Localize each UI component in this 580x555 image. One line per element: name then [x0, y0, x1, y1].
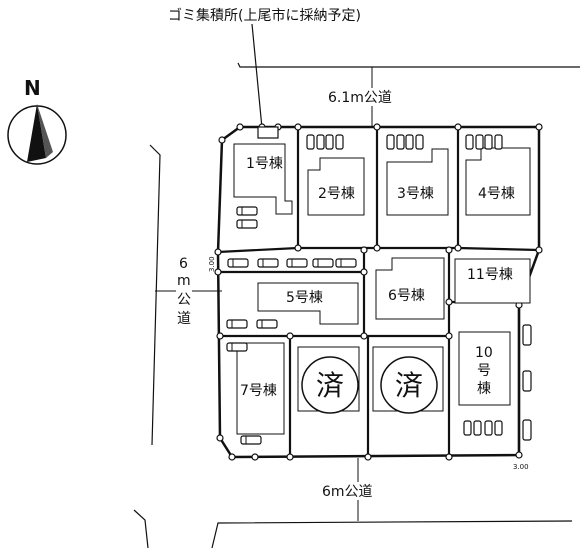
lot-6-label: 6号棟	[388, 288, 425, 304]
top-road-label: 6.1m公道	[328, 90, 392, 106]
left-road-label-3: 公	[177, 292, 191, 308]
garbage-collection-area	[257, 126, 279, 139]
left-road-label-4: 道	[177, 311, 191, 327]
north-arrow-icon: N	[7, 76, 67, 165]
lot-11-label: 11号棟	[467, 267, 513, 283]
sold-label-lot-9: 済	[395, 369, 423, 402]
note-leader-line	[251, 23, 263, 129]
road-lines	[133, 62, 580, 549]
left-passage-width: 3.00	[208, 256, 216, 272]
lot-2-label: 2号棟	[318, 186, 355, 202]
lot-7-label: 7号棟	[240, 383, 277, 399]
north-label: N	[24, 76, 41, 100]
lot-1-label: 1号棟	[246, 156, 283, 172]
garbage-area-note: ゴミ集積所(上尾市に採納予定)	[168, 7, 361, 24]
lot-3-label: 3号棟	[397, 186, 434, 202]
left-road-label-1: 6	[179, 256, 188, 272]
sold-stamp-lot-9: 済	[380, 356, 438, 414]
sold-label-lot-8: 済	[316, 369, 344, 402]
bottom-road-label: 6m公道	[322, 484, 373, 500]
parking-spaces	[226, 134, 532, 445]
lot-10-label-tou: 棟	[477, 381, 491, 397]
lot-10-label-go: 号	[477, 363, 491, 379]
sold-stamp-lot-8: 済	[301, 356, 359, 414]
svg-text:3.00: 3.00	[208, 256, 216, 272]
left-road-label-2: m	[177, 273, 191, 289]
lot-5-label: 5号棟	[286, 290, 323, 306]
lot-4-label: 4号棟	[478, 186, 515, 202]
right-passage-width: 3.00	[513, 463, 529, 471]
lot-10-label-number: 10	[475, 345, 493, 361]
